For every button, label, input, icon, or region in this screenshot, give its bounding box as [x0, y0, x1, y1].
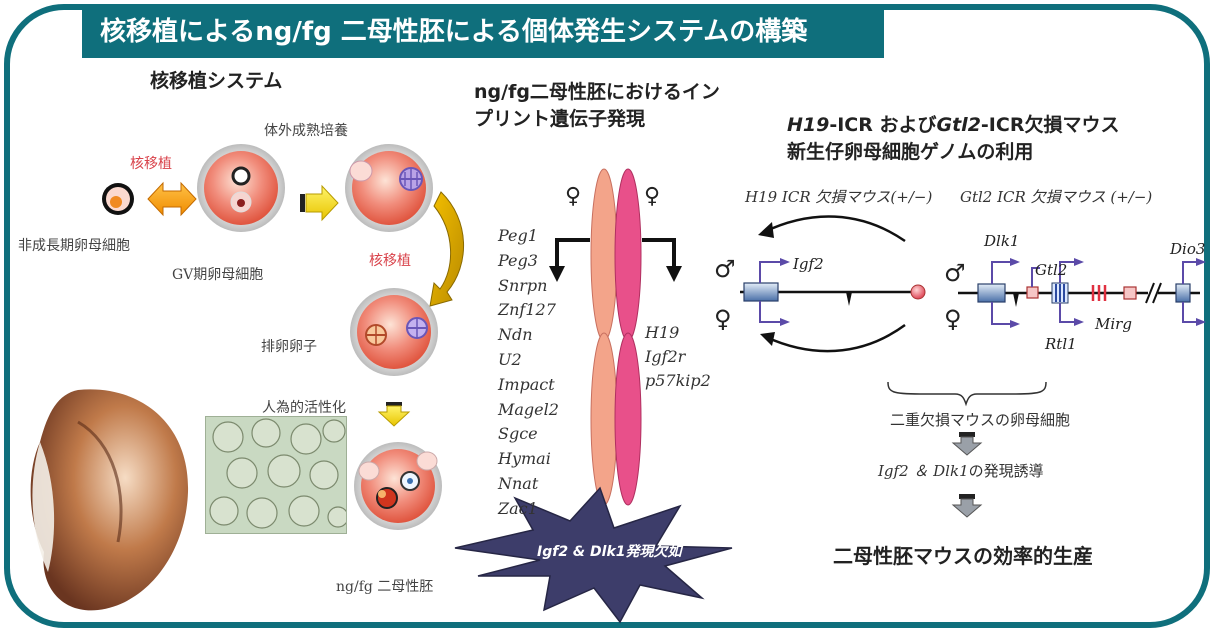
right-gene-list: H19 Igf2r p57kip2	[645, 321, 711, 393]
label-gtl2-ko: Gtl2 ICR 欠損マウス (+/−)	[960, 188, 1153, 206]
gene-item: Zac1	[498, 498, 538, 518]
double-arrow	[147, 181, 197, 217]
curved-arrow	[429, 191, 465, 307]
gene-item: Peg3	[498, 250, 538, 270]
gene-item: Impact	[498, 374, 555, 394]
brace	[887, 381, 1047, 407]
h19-locus	[740, 215, 926, 353]
result-text: 二母性胚マウスの効率的生産	[833, 544, 1093, 568]
mii-oocyte	[345, 144, 433, 232]
induction-text: の発現誘導	[968, 462, 1044, 480]
label-nt-1: 核移植	[130, 156, 172, 172]
gene-rtl1: Rtl1	[1045, 335, 1077, 353]
label-h19-ko: H19 ICR 欠損マウス(+/−)	[745, 188, 933, 206]
section-heading-expr-1: ng/fg二母性胚におけるイン	[474, 81, 720, 103]
bimaternal-embryo	[354, 442, 442, 530]
nongrowing-oocyte	[102, 183, 134, 215]
gene-igf2: Igf2	[793, 255, 824, 273]
induction-genes: Igf2 ＆ Dlk1	[878, 462, 969, 480]
gene-dio3: Dio3	[1170, 240, 1206, 258]
maternal-gene-list: Peg1 Peg3 Snrpn Znf127 Ndn U2 Impact Mag…	[498, 224, 559, 522]
gene-item: Ndn	[498, 325, 533, 345]
label-induction: Igf2 ＆ Dlk1の発現誘導	[878, 460, 1044, 481]
starburst	[454, 486, 733, 624]
male-symbol-2: ♂	[944, 259, 966, 287]
right-arrow	[300, 184, 339, 222]
female-symbol-2: ♀	[944, 305, 962, 333]
section-heading-expr-2: プリント遺伝子発現	[474, 108, 646, 130]
page-title: 核移植によるng/fg 二母性胚による個体発生システムの構築	[82, 6, 884, 58]
gene-mirg: Mirg	[1095, 315, 1132, 333]
grey-arrow-2	[951, 494, 983, 518]
expression-arrows	[555, 238, 676, 268]
gene-item: Nnat	[498, 473, 539, 493]
gene-gtl2: Gtl2	[1035, 261, 1068, 279]
fetus-photo	[18, 382, 198, 614]
heading-part: -ICR および	[829, 114, 937, 136]
label-gv-oocyte: GV期卵母細胞	[172, 267, 264, 283]
heading-part: -ICR欠損マウス	[980, 114, 1120, 136]
label-nt-2: 核移植	[369, 253, 411, 269]
label-nongrowing-oocyte: 非成長期卵母細胞	[18, 238, 130, 254]
gv-oocyte	[197, 144, 285, 232]
label-activation: 人為的活性化	[262, 400, 346, 416]
gene-item: Sgce	[498, 424, 538, 444]
section-heading-nt: 核移植システム	[150, 70, 283, 92]
label-ovulated-egg: 排卵卵子	[261, 339, 317, 355]
gene-item: Znf127	[498, 300, 556, 320]
gtl2-term: Gtl2	[936, 114, 981, 136]
ovulated-egg	[350, 288, 438, 376]
female-symbol: ♀	[714, 305, 732, 333]
male-symbol: ♂	[714, 255, 736, 283]
section-heading-ko-1: H19-ICR およびGtl2-ICR欠損マウス	[787, 110, 1119, 137]
gene-item: Snrpn	[498, 275, 548, 295]
chromosome-pair	[590, 168, 642, 506]
grey-arrow-1	[951, 432, 983, 456]
female-symbol-left: ♀	[565, 184, 582, 209]
label-bimaternal-embryo: ng/fg 二母性胚	[336, 579, 434, 595]
embryo-culture-photo	[205, 416, 347, 534]
gene-item: p57kip2	[645, 371, 711, 390]
h19-term: H19	[787, 114, 830, 136]
female-symbol-right: ♀	[644, 184, 661, 209]
gene-item: Magel2	[498, 399, 559, 419]
label-ivm: 体外成熟培養	[264, 123, 348, 139]
gene-item: H19	[645, 323, 680, 342]
gene-item: Hymai	[498, 449, 551, 469]
down-arrow	[377, 402, 411, 427]
gene-item: U2	[498, 349, 522, 369]
burst-text: Igf2 & Dlk1発現欠如	[537, 544, 682, 560]
dlk1-dio3-locus	[958, 258, 1206, 328]
gene-dlk1: Dlk1	[984, 232, 1020, 250]
gene-item: Peg1	[498, 226, 538, 245]
gene-item: Igf2r	[645, 347, 686, 366]
label-double-ko: 二重欠損マウスの卵母細胞	[890, 411, 1071, 429]
section-heading-ko-2: 新生仔卵母細胞ゲノムの利用	[787, 141, 1034, 163]
